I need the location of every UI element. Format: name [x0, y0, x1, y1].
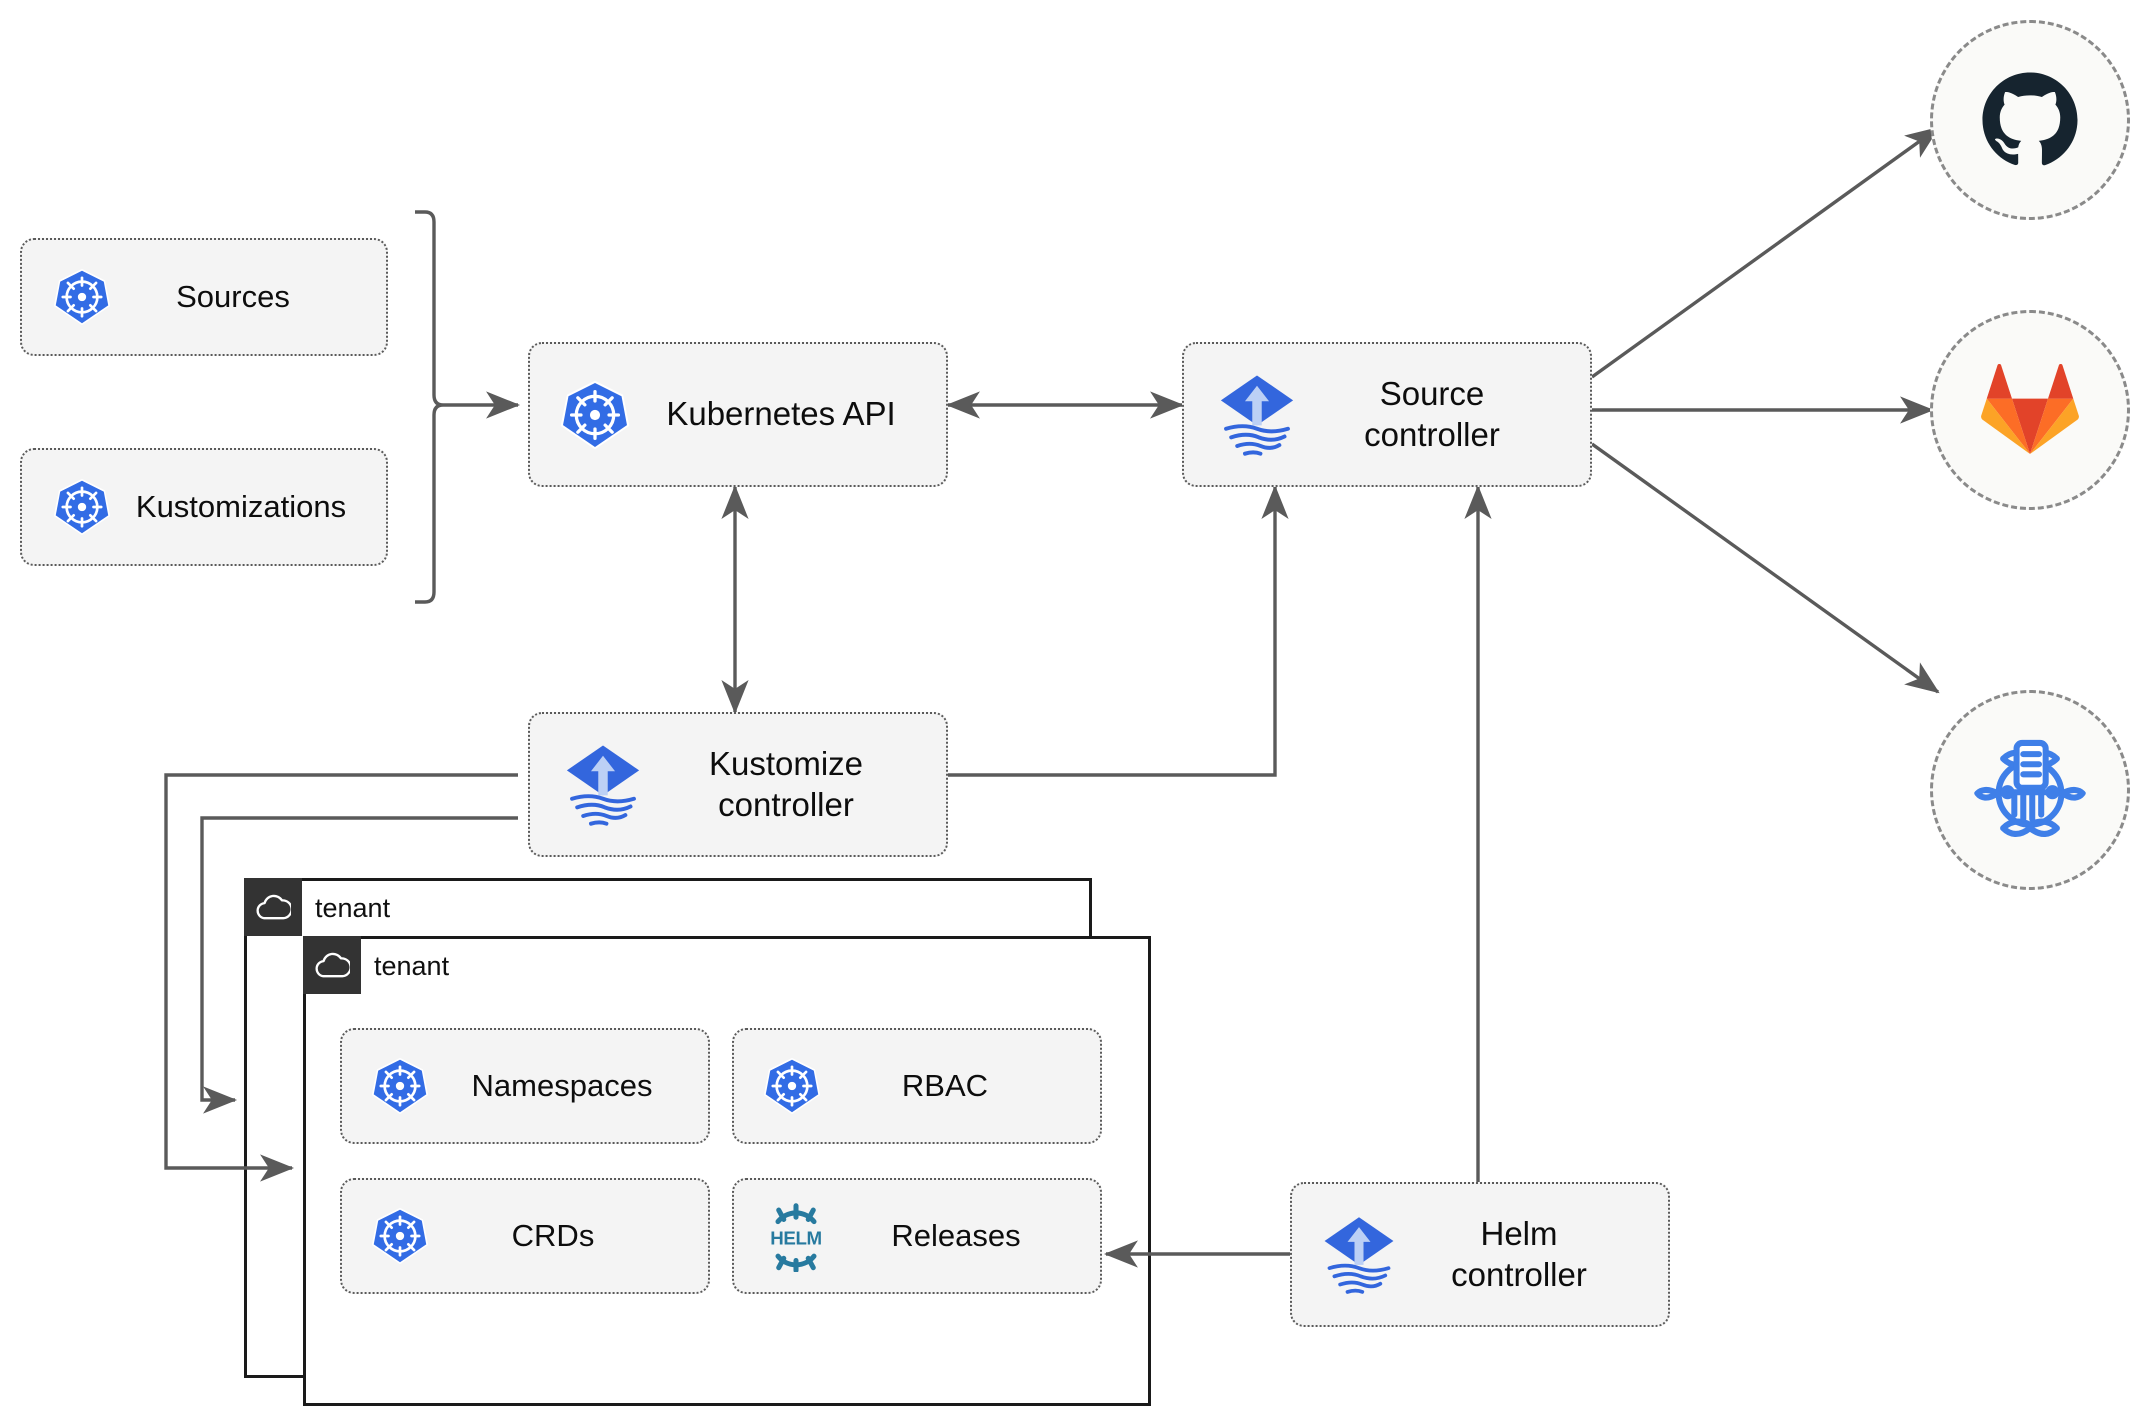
node-label: Sources — [176, 279, 290, 315]
external-source-helm-repository[interactable] — [1930, 690, 2130, 890]
tenant-outer-title: tenant — [315, 893, 391, 923]
node-releases[interactable]: HELM Releases — [732, 1178, 1102, 1294]
external-source-gitlab[interactable] — [1930, 310, 2130, 510]
node-label: RBAC — [901, 1068, 989, 1104]
kubernetes-icon — [556, 376, 634, 454]
node-label: Kubernetes API — [666, 395, 896, 433]
node-label: Source controller — [1364, 375, 1500, 453]
node-label: Releases — [891, 1218, 1021, 1254]
flux-icon — [1318, 1214, 1400, 1296]
cloud-icon — [256, 894, 291, 919]
svg-text:HELM: HELM — [770, 1228, 822, 1249]
gitlab-icon — [1981, 364, 2079, 455]
node-helm-controller[interactable]: Helm controller — [1290, 1182, 1670, 1327]
tenant-inner-title: tenant — [374, 951, 450, 981]
cloud-icon — [315, 952, 350, 977]
tenant-outer-header — [244, 878, 302, 936]
node-kubernetes-api[interactable]: Kubernetes API — [528, 342, 948, 487]
node-label: Kustomizations — [135, 489, 347, 525]
flux-icon — [560, 742, 646, 828]
kubernetes-icon — [50, 265, 114, 329]
node-sources[interactable]: Sources — [20, 238, 388, 356]
external-source-github[interactable] — [1930, 20, 2130, 220]
node-label: Namespaces — [471, 1068, 653, 1104]
kubernetes-icon — [760, 1054, 824, 1118]
kubernetes-icon — [50, 475, 114, 539]
helm-chart-repository-icon — [1974, 739, 2086, 837]
tenant-inner-frame: tenant — [303, 936, 1151, 1406]
github-icon — [1982, 72, 2078, 166]
node-kustomize-controller[interactable]: Kustomize controller — [528, 712, 948, 857]
kubernetes-icon — [368, 1204, 432, 1268]
node-label: Kustomize controller — [708, 745, 864, 823]
node-namespaces[interactable]: Namespaces — [340, 1028, 710, 1144]
node-rbac[interactable]: RBAC — [732, 1028, 1102, 1144]
helm-icon: HELM — [760, 1200, 832, 1272]
node-label: CRDs — [511, 1218, 595, 1254]
tenant-inner-header — [303, 936, 361, 994]
kubernetes-icon — [368, 1054, 432, 1118]
node-kustomizations[interactable]: Kustomizations — [20, 448, 388, 566]
node-source-controller[interactable]: Source controller — [1182, 342, 1592, 487]
node-crds[interactable]: CRDs — [340, 1178, 710, 1294]
flux-icon — [1214, 372, 1300, 458]
node-label: Helm controller — [1451, 1215, 1587, 1293]
